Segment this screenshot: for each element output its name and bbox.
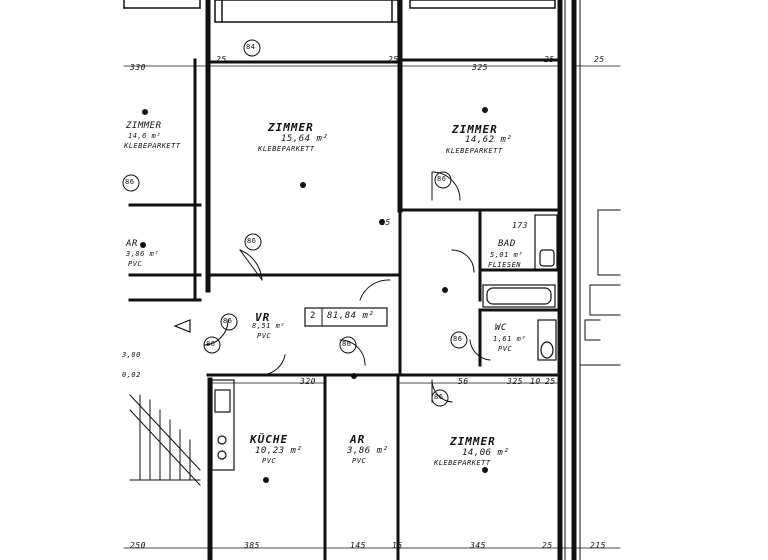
dim-10: 10	[530, 377, 541, 386]
room-floor-left-ar: PVC	[128, 260, 143, 268]
unit-box	[304, 307, 388, 327]
room-floor-zimmer-se: KLEBEPARKETT	[434, 459, 491, 467]
unit-area: 81,84 m²	[327, 311, 375, 321]
room-floor-kueche: PVC	[262, 457, 277, 465]
dim-bot-145: 145	[350, 541, 366, 550]
walls-heavy	[205, 0, 577, 560]
room-floor-vr: PVC	[257, 332, 272, 340]
dim-380: 3,80	[122, 351, 141, 359]
toilet	[537, 319, 557, 361]
windows-top	[123, 0, 556, 23]
room-name-wc: WC	[495, 323, 507, 333]
dim-bot-250: 250	[130, 541, 146, 550]
room-floor-zimmer-ne: KLEBEPARKETT	[446, 147, 503, 155]
room-name-left-zimmer: ZIMMER	[126, 121, 162, 131]
dim-top-left: 330	[130, 63, 146, 72]
door-tag-1: 84	[246, 43, 256, 51]
room-area-zimmer-se: 14,06 m²	[462, 448, 510, 458]
unit-number: 2	[310, 311, 316, 321]
entrance-arrow	[173, 319, 191, 333]
dim-bot-25: 25	[542, 541, 553, 550]
room-floor-zimmer-main: KLEBEPARKETT	[258, 145, 315, 153]
dim-173: 173	[512, 221, 528, 230]
room-name-zimmer-main: ZIMMER	[268, 121, 314, 134]
dim-bot-15: 15	[392, 541, 403, 550]
dim-002: 0,02	[122, 371, 141, 379]
dim-top-mid: 25	[216, 55, 227, 64]
room-area-zimmer-ne: 14,62 m²	[465, 135, 513, 145]
door-tag-4: 86	[223, 317, 233, 325]
washbasin	[534, 214, 558, 271]
dim-bot-215: 215	[590, 541, 606, 550]
door-tag-8: 86	[125, 178, 135, 186]
room-area-bad: 5,01 m²	[490, 251, 524, 259]
kitchen-counter	[211, 379, 235, 471]
door-tag-5: 86	[206, 340, 216, 348]
dim-25: 25	[545, 377, 556, 386]
room-name-left-ar: AR	[126, 239, 138, 249]
dim-top-d2: 325	[472, 63, 488, 72]
room-floor-wc: PVC	[498, 345, 513, 353]
room-name-bad: BAD	[498, 239, 516, 249]
room-name-vr: VR	[255, 311, 271, 324]
dim-bot-345: 345	[470, 541, 486, 550]
dim-320: 320	[300, 377, 316, 386]
door-tags	[122, 39, 468, 407]
stair-left	[129, 394, 201, 486]
wall-details	[564, 0, 621, 560]
room-area-ar: 3,86 m²	[347, 446, 389, 456]
dim-bot-385: 385	[244, 541, 260, 550]
dimension-lines	[123, 65, 621, 549]
dim-325: 325	[507, 377, 523, 386]
door-tag-3: 86	[437, 175, 447, 183]
door-tag-6: 86	[342, 340, 352, 348]
dim-56: 56	[458, 377, 469, 386]
room-floor-bad: FLIESEN	[488, 261, 522, 269]
room-area-zimmer-main: 15,64 m²	[281, 134, 329, 144]
room-area-kueche: 10,23 m²	[255, 446, 303, 456]
room-area-left-ar: 3,86 m²	[126, 250, 160, 258]
dim-top-right-b: 25	[594, 55, 605, 64]
door-tag-2: 86	[247, 237, 257, 245]
room-name-zimmer-ne: ZIMMER	[452, 123, 498, 136]
room-name-ar: AR	[350, 433, 366, 446]
dim-top-right-a: 25	[544, 55, 555, 64]
room-area-vr: 8,51 m²	[252, 322, 286, 330]
dim-top-d1: 25	[388, 55, 399, 64]
bathtub	[482, 284, 556, 308]
room-name-kueche: KÜCHE	[250, 433, 289, 446]
door-tag-7: 86	[434, 393, 444, 401]
room-center-dots	[140, 107, 488, 483]
dim-mid-wall: 15	[380, 218, 391, 227]
room-name-zimmer-se: ZIMMER	[450, 435, 496, 448]
room-floor-ar: PVC	[352, 457, 367, 465]
door-swings	[204, 171, 491, 403]
room-area-left-zimmer: 14,6 m²	[128, 132, 162, 140]
room-area-wc: 1,61 m²	[493, 335, 527, 343]
door-tag-9: 86	[453, 335, 463, 343]
room-floor-left-zimmer: KLEBEPARKETT	[124, 142, 181, 150]
